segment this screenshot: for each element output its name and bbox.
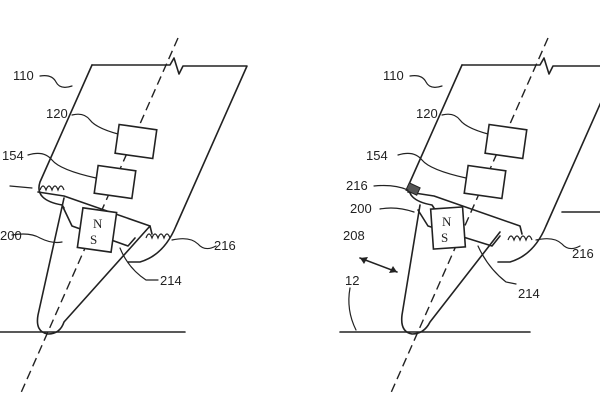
right-leader-110 xyxy=(409,75,443,88)
left-magnet-north: N xyxy=(93,216,103,231)
right-leader-154 xyxy=(397,152,467,179)
right-leader-12 xyxy=(348,287,357,331)
right-component-120 xyxy=(484,123,528,160)
left-leader-spring xyxy=(9,185,33,189)
left-label-154: 154 xyxy=(2,148,24,163)
left-leader-110 xyxy=(39,75,73,88)
right-spring-left xyxy=(405,182,421,196)
right-tip-outline xyxy=(400,204,501,335)
left-label-214: 214 xyxy=(160,273,182,288)
left-label-120: 120 xyxy=(46,106,68,121)
right-leader-200 xyxy=(379,207,415,213)
right-motion-arrow xyxy=(359,257,398,273)
right-label-110: 110 xyxy=(383,68,404,83)
right-leader-216-left xyxy=(373,184,409,191)
left-label-216: 216 xyxy=(214,238,236,253)
left-component-154 xyxy=(93,164,137,200)
left-leader-200 xyxy=(11,233,63,244)
left-leader-216 xyxy=(171,238,217,250)
right-leader-216-right xyxy=(535,238,581,250)
left-label-110: 110 xyxy=(13,68,34,83)
right-motion-arrowhead-left xyxy=(360,257,368,264)
right-housing-left-edge xyxy=(408,64,463,209)
left-leader-154 xyxy=(27,152,97,179)
left-spring-right xyxy=(145,233,171,240)
right-label-216-left: 216 xyxy=(346,178,368,193)
right-label-208: 208 xyxy=(343,228,365,243)
left-leader-214 xyxy=(119,247,159,281)
right-magnet-south: S xyxy=(441,230,448,245)
left-tip-outline xyxy=(36,197,151,335)
right-figure: N S 110 120 154 216 200 208 12 216 214 xyxy=(339,37,600,396)
right-magnet-north: N xyxy=(442,214,452,229)
right-spring-right xyxy=(507,235,533,242)
right-housing-shelf xyxy=(407,191,523,235)
right-label-216-right: 216 xyxy=(572,246,594,261)
right-leader-120 xyxy=(441,113,489,135)
left-magnet xyxy=(76,206,118,254)
right-label-12: 12 xyxy=(345,273,359,288)
right-axis-line xyxy=(389,37,549,396)
left-axis-line xyxy=(19,37,179,396)
left-spring-left xyxy=(39,185,65,192)
left-leader-120 xyxy=(71,113,119,135)
right-label-120: 120 xyxy=(416,106,438,121)
left-housing-outline xyxy=(91,57,248,263)
left-housing-left-edge xyxy=(38,64,93,209)
right-housing-outline xyxy=(461,57,600,263)
right-component-154 xyxy=(463,164,507,200)
left-figure: N S 110 120 154 200 216 214 xyxy=(0,37,248,396)
right-label-154: 154 xyxy=(366,148,388,163)
right-motion-arrowhead-right xyxy=(389,266,397,273)
left-component-120 xyxy=(114,123,158,160)
right-magnet xyxy=(429,206,467,250)
right-label-214: 214 xyxy=(518,286,540,301)
left-label-200: 200 xyxy=(0,228,22,243)
right-label-200: 200 xyxy=(350,201,372,216)
right-leader-214 xyxy=(477,245,517,285)
left-magnet-south: S xyxy=(90,232,97,247)
